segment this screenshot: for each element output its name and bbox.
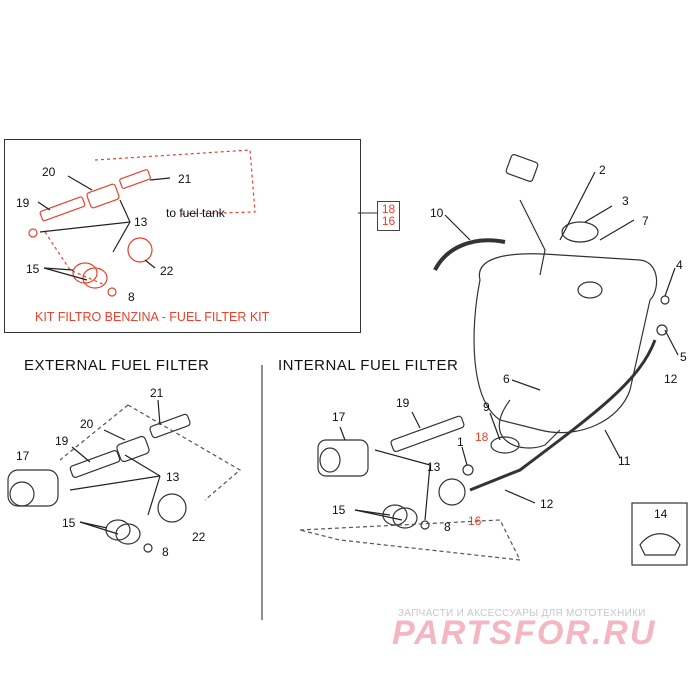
kit-label-15: 15 [26,262,40,276]
tank-label-12: 12 [664,372,678,386]
kit-to-fuel-tank-label: to fuel tank [166,206,225,220]
int-label-16: 16 [468,514,482,528]
int-label-12: 12 [540,497,554,511]
int-label-8: 8 [444,520,451,534]
kit-label-8: 8 [128,290,135,304]
ext-label-8: 8 [162,545,169,559]
int-label-15: 15 [332,503,346,517]
kit-label-19: 19 [16,196,30,210]
kit-label-13: 13 [134,215,148,229]
int-label-17: 17 [332,410,346,424]
kit-reference-box: 18 16 [377,201,400,231]
kit-label-20: 20 [42,165,56,179]
int-label-19: 19 [396,396,410,410]
int-label-9: 9 [483,400,490,414]
ext-label-15: 15 [62,516,76,530]
ext-label-19: 19 [55,434,69,448]
int-label-18: 18 [475,430,489,444]
ext-label-22: 22 [192,530,206,544]
tank-label-5: 5 [680,350,687,364]
tank-label-6: 6 [503,372,510,386]
internal-fuel-filter-title: INTERNAL FUEL FILTER [278,357,459,374]
ext-label-20: 20 [80,417,94,431]
ref-connector [358,212,377,214]
ref-18: 18 [381,202,396,216]
watermark-tagline: ЗАПЧАСТИ И АКСЕССУАРЫ ДЛЯ МОТОТЕХНИКИ [398,608,646,619]
tank-label-11: 11 [618,454,631,468]
tank-label-2: 2 [599,163,606,177]
fuel-filter-kit-box [4,139,361,333]
ext-label-17: 17 [16,449,30,463]
watermark-logo: PARTSFOR.RU [392,614,657,652]
kit-label-21: 21 [178,172,192,186]
tank-label-3: 3 [622,194,629,208]
tank-label-7: 7 [642,214,649,228]
int-label-13: 13 [427,460,441,474]
ref-16: 16 [381,214,396,228]
kit-label-22: 22 [160,264,174,278]
external-fuel-filter-title: EXTERNAL FUEL FILTER [24,357,210,374]
tank-label-14: 14 [654,507,668,521]
ext-label-13: 13 [166,470,180,484]
ext-label-21: 21 [150,386,164,400]
tank-label-4: 4 [676,258,683,272]
tank-label-10: 10 [430,206,444,220]
kit-title: KIT FILTRO BENZINA - FUEL FILTER KIT [35,310,270,324]
int-label-1: 1 [457,435,464,449]
